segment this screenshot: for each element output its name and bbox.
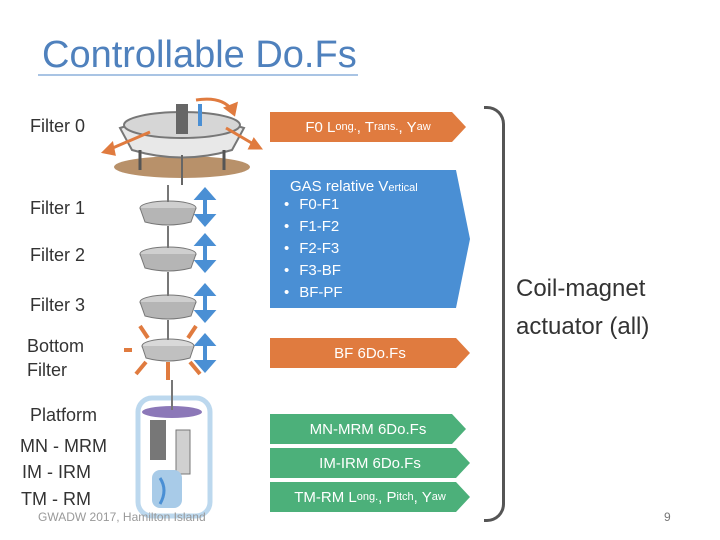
tm-part-a-sub: ong. <box>356 491 379 503</box>
label-filter-3: Filter 3 <box>30 295 86 315</box>
gas-list-item: BF-PF <box>284 282 343 304</box>
gas-title: GAS relative Vertical <box>290 178 418 195</box>
f0-part-a: F0 L <box>305 118 336 136</box>
f0-part-b-sub: rans. <box>374 121 399 133</box>
bf-dofs-arrow: BF 6Do.Fs <box>270 338 470 368</box>
gas-title-main: GAS relative V <box>290 178 389 195</box>
f0-part-b: , T <box>356 118 375 136</box>
label-tm-rm: TM - RM <box>21 489 91 509</box>
page-number: 9 <box>664 510 671 524</box>
filter-0-motion-arrows-icon <box>100 97 263 156</box>
vertical-arrow-icons <box>193 104 217 374</box>
gas-list: F0-F1 F1-F2 F2-F3 F3-BF BF-PF <box>284 194 343 304</box>
gas-list-item: F0-F1 <box>284 194 343 216</box>
label-im-irm: IM - IRM <box>22 462 91 482</box>
label-bottom-line2: Filter <box>27 360 67 380</box>
label-filter-1: Filter 1 <box>30 198 86 218</box>
f0-part-c: , Y <box>398 118 417 136</box>
tm-part-b: , P <box>378 488 397 506</box>
payload-tower-icon <box>135 380 213 519</box>
filter-0-icon <box>114 104 250 185</box>
gas-list-item: F2-F3 <box>284 238 343 260</box>
label-bottom-line1: Bottom <box>27 336 85 356</box>
f0-part-a-sub: ong. <box>335 121 357 133</box>
filter-3-icon <box>139 272 197 320</box>
title-underline <box>38 74 358 76</box>
gas-list-item: F3-BF <box>284 260 343 282</box>
coil-magnet-note: Coil-magnet actuator (all) <box>516 270 649 346</box>
f0-part-c-sub: aw <box>416 121 431 133</box>
label-mn-mrm: MN - MRM <box>20 436 107 456</box>
gas-title-sub: ertical <box>388 182 418 194</box>
coil-line-2: actuator (all) <box>516 313 650 340</box>
label-bottom-filter: Bottom Filter <box>27 334 84 382</box>
gas-vertical-arrow: GAS relative Vertical F0-F1 F1-F2 F2-F3 … <box>270 170 470 308</box>
label-platform: Platform <box>30 405 98 425</box>
tm-part-c-sub: aw <box>431 491 446 503</box>
footer-text: GWADW 2017, Hamilton Island <box>38 510 206 524</box>
tm-part-b-sub: itch <box>396 491 414 503</box>
im-dofs-arrow: IM-IRM 6Do.Fs <box>270 448 470 478</box>
tm-part-c: , Y <box>413 488 432 506</box>
mn-dofs-arrow: MN-MRM 6Do.Fs <box>270 414 466 444</box>
bottom-filter-icon <box>124 320 202 380</box>
gas-list-item: F1-F2 <box>284 216 343 238</box>
coil-line-1: Coil-magnet <box>516 275 646 302</box>
right-bracket <box>484 106 505 522</box>
tm-part-a: TM-RM L <box>294 488 357 506</box>
filter-2-icon <box>139 226 197 272</box>
page-title: Controllable Do.Fs <box>42 34 357 76</box>
label-filter-2: Filter 2 <box>30 245 86 265</box>
filter-1-icon <box>139 185 197 226</box>
label-filter-0: Filter 0 <box>30 116 86 136</box>
